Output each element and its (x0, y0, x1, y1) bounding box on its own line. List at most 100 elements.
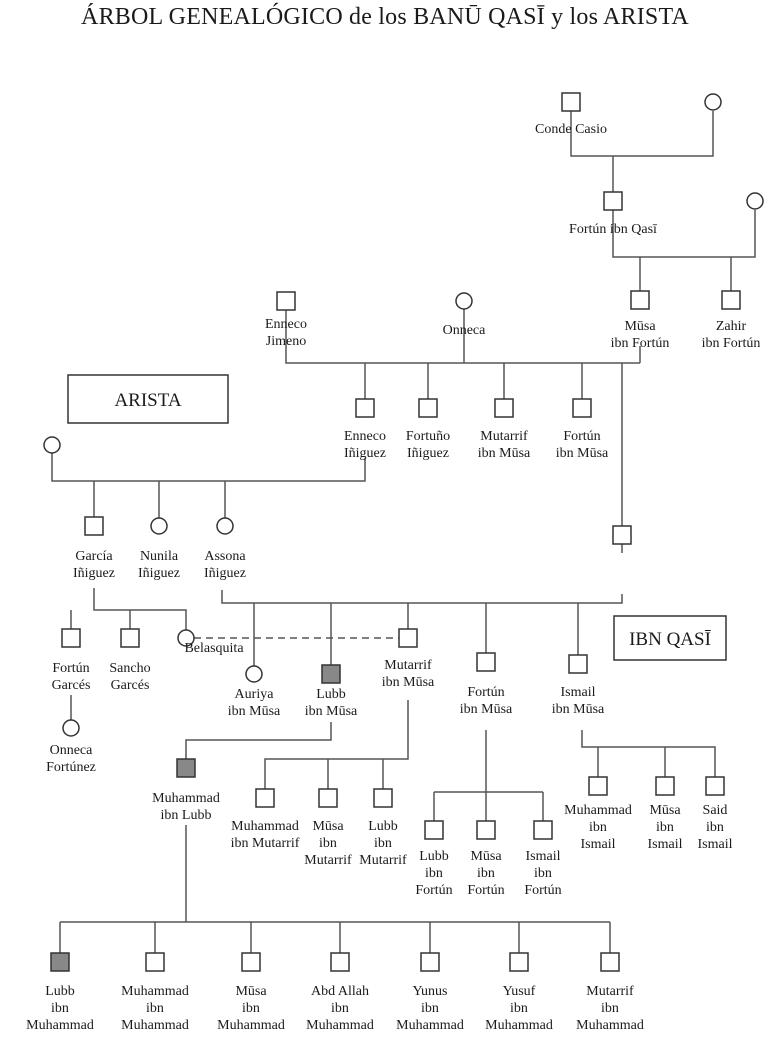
male-square-icon (600, 952, 620, 972)
person-name-line: Lubb (45, 984, 75, 999)
page-title: ÁRBOL GENEALÓGICO de los BANŪ QASĪ y los… (81, 4, 689, 30)
person-name-line: Mūsa (470, 849, 502, 864)
male-square-icon (509, 952, 529, 972)
male-square-icon (373, 788, 393, 808)
person-name-line: ibn Mūsa (228, 704, 281, 719)
person-name-line: Mutarrif (359, 853, 407, 868)
family-box-label: IBN QASĪ (629, 629, 711, 650)
person-name-line: ibn Mūsa (556, 446, 609, 461)
person-name-line: ibn (589, 820, 607, 835)
person-auriya-ibn-musa[interactable]: Auriya ibn Mūsa (228, 665, 281, 719)
person-name-line: Fortún (52, 661, 89, 676)
person-name-line: Said (703, 803, 728, 818)
person-casio-wife[interactable] (704, 93, 722, 111)
person-conde-casio[interactable]: Conde Casio (535, 92, 607, 137)
connector-line (221, 590, 623, 604)
person-name-line: Ismail (648, 837, 683, 852)
male-square-icon (420, 952, 440, 972)
female-circle-icon (704, 93, 722, 111)
family-box-ibn-qasi: IBN QASĪ (613, 615, 727, 661)
person-name-line: Auriya (235, 687, 275, 702)
male-square-icon (588, 776, 608, 796)
person-belasquita[interactable]: Belasquita (177, 629, 244, 656)
person-enneco-wife[interactable] (43, 436, 61, 454)
person-name-line: Muhammad (231, 819, 299, 834)
person-name-line: ibn (421, 1001, 439, 1016)
male-square-icon (424, 820, 444, 840)
person-fortun-wife[interactable] (746, 192, 764, 210)
family-box-label: ARISTA (114, 390, 181, 411)
person-name-line: Fortún (467, 685, 504, 700)
person-name-line: Iñiguez (344, 446, 386, 461)
person-name-line: Ismail (698, 837, 733, 852)
person-name-line: ibn (374, 836, 392, 851)
person-name-line: Mūsa (649, 803, 681, 818)
person-name-line: ibn (146, 1001, 164, 1016)
person-name-line: Enneco (265, 317, 307, 332)
male-square-icon (655, 776, 675, 796)
person-name-line: ibn (425, 866, 443, 881)
female-circle-icon (746, 192, 764, 210)
person-name-line: Fortuño (406, 429, 450, 444)
person-name-line: Fortún (524, 883, 561, 898)
person-name-line: ibn Mūsa (552, 702, 605, 717)
male-square-icon (476, 820, 496, 840)
male-square-icon (120, 628, 140, 648)
person-name-line: Mūsa (624, 319, 656, 334)
person-name-line: Sancho (109, 661, 150, 676)
person-name-line: ibn (601, 1001, 619, 1016)
person-name-line: Muhammad (485, 1018, 553, 1033)
person-name-line: Muhammad (564, 803, 632, 818)
person-name-line: Ismail (581, 837, 616, 852)
male-square-icon (630, 290, 650, 310)
male-square-icon (276, 291, 296, 311)
male-square-icon (398, 628, 418, 648)
person-name-line: Ismail (526, 849, 561, 864)
female-circle-icon (245, 665, 263, 683)
person-name-line: Mutarrif (586, 984, 634, 999)
person-musa-ibn-musa-sym[interactable] (612, 525, 632, 545)
male-square-icon (476, 652, 496, 672)
family-box-frame (67, 374, 229, 424)
person-name-line: ibn Mūsa (478, 446, 531, 461)
connector-line (285, 310, 640, 364)
person-onneca[interactable]: Onneca (443, 292, 487, 338)
person-name-line: Lubb (419, 849, 449, 864)
person-name-line: Mutarrif (304, 853, 352, 868)
person-fortun-ibn-qasi[interactable]: Fortún ibn Qasī (569, 191, 658, 237)
